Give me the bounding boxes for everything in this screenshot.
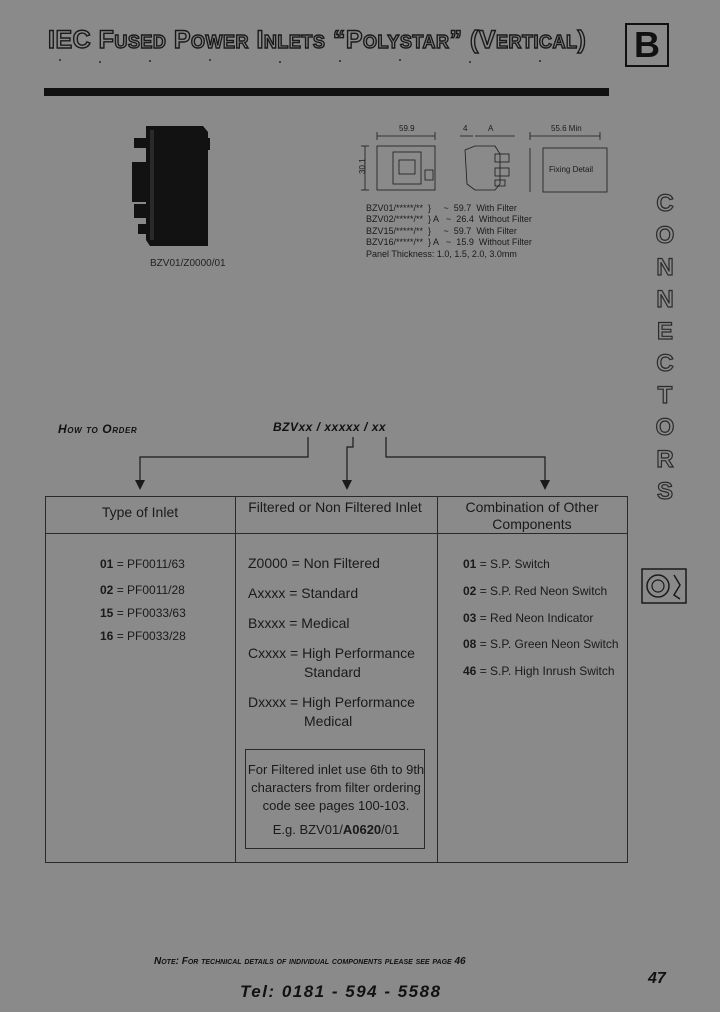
side-letter: N [656,253,675,281]
legend-line: BZV16/*****/** } A ~ 15.9 Without Filter [366,237,532,247]
header-type-of-inlet: Type of Inlet [101,504,179,520]
order-code-arrows [135,437,550,490]
filter-option-cont: Medical [304,713,353,729]
dim-height: 30.1 [358,158,367,174]
side-letter: O [655,413,675,441]
side-heading-connectors: C O N N E C T O R S [648,145,688,525]
filter-note-box: For Filtered inlet use 6th to 9th charac… [245,749,425,849]
filter-option: Dxxxx = High Performance [248,694,415,710]
component-row: 01 = S.P. Switch [463,557,550,571]
note-line: code see pages 100-103. [262,798,410,813]
side-letter: C [656,349,675,377]
dim-4: 4 [463,124,468,133]
note-line: characters from filter ordering [251,780,421,795]
component-row: 08 = S.P. Green Neon Switch [463,637,619,651]
dimension-legend: BZV01/*****/** } ~ 59.7 With Filter BZV0… [366,203,606,263]
product-image [132,126,210,246]
header-combination: Combination of Other Components [465,499,599,532]
legend-line: BZV01/*****/** } ~ 59.7 With Filter [366,203,517,213]
component-row: 46 = S.P. High Inrush Switch [463,664,615,678]
legend-line: BZV02/*****/** } A ~ 26.4 Without Filter [366,214,532,224]
filter-option-cont: Standard [304,664,361,680]
title-underline-dots [59,59,541,63]
legend-line: BZV15/*****/** } ~ 59.7 With Filter [366,226,517,236]
telephone-number: Tel: 0181 - 594 - 5588 [240,982,442,1001]
side-letter: O [655,221,675,249]
approval-mark-icon [641,568,687,604]
side-letter: R [656,445,675,473]
inlet-type-row: 01 = PF0011/63 [100,557,185,571]
how-to-order-label: How to Order [58,422,138,436]
side-letter: S [656,477,673,505]
header-rule [44,88,609,96]
note-example: E.g. BZV01/A0620/01 [272,822,400,837]
dim-width: 59.9 [399,124,415,133]
fixing-label: Fixing Detail [549,165,593,174]
header-filtered: Filtered or Non Filtered Inlet [248,499,422,515]
footnote: Note: For technical details of individua… [154,956,466,967]
order-table [45,496,628,863]
side-letter: N [656,285,675,313]
dim-a: A [488,124,494,133]
order-code: BZVxx / xxxxx / xx [273,420,387,434]
note-line: For Filtered inlet use 6th to 9th [247,762,425,777]
filter-option: Cxxxx = High Performance [248,645,415,661]
table-divider [235,496,236,863]
page-number: 47 [648,970,666,987]
component-row: 03 = Red Neon Indicator [463,611,594,625]
component-row: 02 = S.P. Red Neon Switch [463,584,608,598]
legend-line: Panel Thickness: 1.0, 1.5, 2.0, 3.0mm [366,249,517,259]
side-letter: C [656,189,675,217]
filter-option: Z0000 = Non Filtered [248,555,380,571]
table-header-rule [45,533,628,534]
side-letter: E [656,317,673,345]
table-divider [437,496,438,863]
dim-cutout: 55.6 Min [551,124,582,133]
page-title: IEC Fused Power Inlets “Polystar” (Verti… [47,25,587,54]
filter-option: Axxxx = Standard [248,585,359,601]
inlet-type-row: 16 = PF0033/28 [100,629,186,643]
technical-drawing: 59.9 4 A 55.6 Min 30.1 Fixing Detail [358,124,608,193]
filter-option: Bxxxx = Medical [248,615,350,631]
inlet-type-row: 15 = PF0033/63 [100,606,186,620]
side-letter: T [657,381,673,409]
brand-logo: B [625,23,669,67]
inlet-type-row: 02 = PF0011/28 [100,583,185,597]
product-caption: BZV01/Z0000/01 [150,258,226,269]
